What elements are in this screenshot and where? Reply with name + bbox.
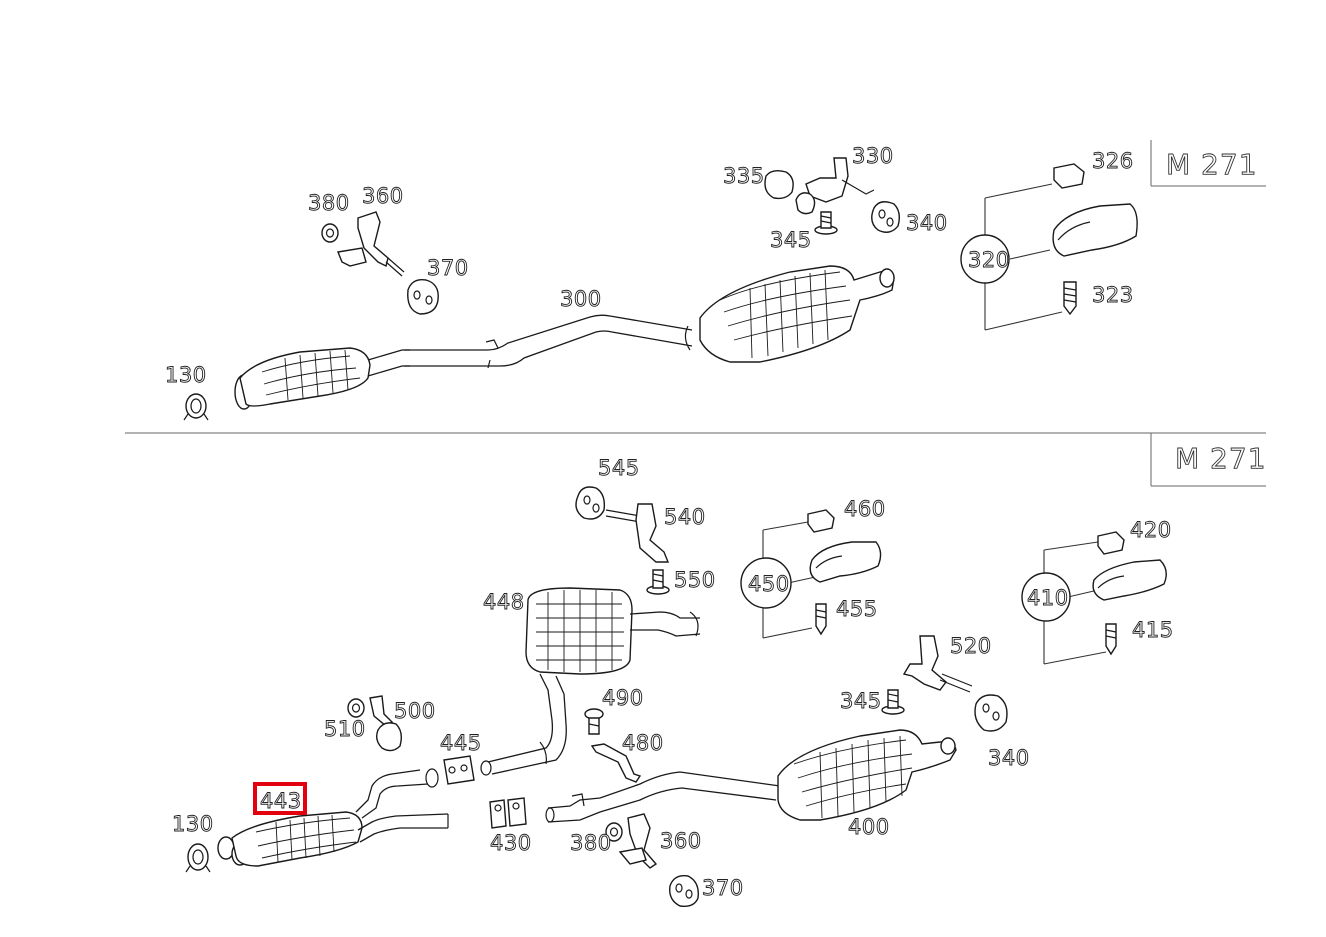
label-450: 450: [748, 572, 790, 596]
lower-bracket-540[interactable]: [605, 503, 670, 563]
label-370-lower: 370: [702, 876, 744, 900]
label-490: 490: [602, 686, 644, 710]
upper-hanger-340[interactable]: [871, 201, 901, 233]
label-380-lower: 380: [570, 831, 612, 855]
upper-tailpipe-group-320[interactable]: [960, 183, 1138, 331]
lower-bracket-360[interactable]: [618, 813, 658, 869]
label-443: 443: [260, 789, 302, 813]
lower-nut-510[interactable]: [347, 698, 365, 718]
label-340-upper: 340: [906, 211, 948, 235]
lower-bracket-500[interactable]: [369, 695, 403, 752]
lower-clip-420[interactable]: [1097, 531, 1125, 555]
engine-tag-upper: M 271: [1150, 140, 1266, 187]
label-360-lower: 360: [660, 829, 702, 853]
upper-screw-345[interactable]: [814, 211, 838, 235]
label-345-lower: 345: [840, 689, 882, 713]
lower-hanger-340[interactable]: [974, 694, 1008, 732]
engine-tag-upper-text: M 271: [1166, 148, 1258, 181]
lower-screw-345[interactable]: [881, 689, 905, 715]
lower-clip-460[interactable]: [807, 509, 835, 533]
label-340-lower: 340: [988, 746, 1030, 770]
lower-screw-415[interactable]: [1105, 623, 1117, 656]
label-335-upper: 335: [723, 164, 765, 188]
label-330-upper: 330: [852, 144, 894, 168]
label-300: 300: [560, 287, 602, 311]
upper-hanger-370[interactable]: [407, 279, 439, 315]
upper-pipe-300[interactable]: [404, 314, 693, 369]
lower-clamp-130[interactable]: [185, 843, 211, 873]
upper-clamp-130[interactable]: [183, 393, 209, 421]
lower-clamp-445[interactable]: [443, 755, 475, 785]
lower-rear-silencer-400[interactable]: [545, 729, 957, 823]
label-326: 326: [1092, 149, 1134, 173]
label-545: 545: [598, 456, 640, 480]
engine-tag-lower-text: M 271: [1175, 442, 1267, 475]
label-500: 500: [394, 699, 436, 723]
label-360-upper: 360: [362, 184, 404, 208]
upper-clip-326[interactable]: [1053, 163, 1085, 189]
engine-tag-lower: M 271: [1150, 433, 1267, 487]
label-323: 323: [1092, 283, 1134, 307]
upper-bracket-330[interactable]: [805, 157, 875, 203]
label-540: 540: [664, 505, 706, 529]
upper-rear-silencer[interactable]: [699, 265, 895, 363]
lower-hanger-545[interactable]: [575, 486, 606, 520]
label-550: 550: [674, 568, 716, 592]
label-448: 448: [483, 590, 525, 614]
lower-catalytic-converter-443[interactable]: [217, 768, 449, 867]
lower-hanger-370[interactable]: [669, 875, 699, 908]
label-410: 410: [1027, 586, 1069, 610]
lower-strap-480[interactable]: [590, 743, 642, 783]
lower-screw-490[interactable]: [584, 708, 604, 735]
upper-nut-380[interactable]: [321, 223, 339, 243]
label-380-upper: 380: [308, 191, 350, 215]
upper-screw-323[interactable]: [1063, 281, 1077, 316]
label-345-upper: 345: [770, 228, 812, 252]
lower-screw-550[interactable]: [646, 569, 670, 595]
lower-tailpipe-group-410[interactable]: [1021, 541, 1167, 665]
lower-nut-380[interactable]: [605, 822, 623, 842]
lower-bracket-520[interactable]: [902, 635, 973, 693]
lower-clamp-430[interactable]: [489, 797, 527, 829]
upper-hanger-335[interactable]: [764, 169, 816, 215]
label-370-upper: 370: [427, 256, 469, 280]
label-455: 455: [836, 597, 878, 621]
label-130-upper: 130: [165, 363, 207, 387]
label-510: 510: [324, 717, 366, 741]
label-420: 420: [1130, 518, 1172, 542]
label-445: 445: [440, 731, 482, 755]
label-520: 520: [950, 634, 992, 658]
lower-screw-455[interactable]: [815, 603, 827, 636]
label-415: 415: [1132, 618, 1174, 642]
label-130-lower: 130: [172, 812, 214, 836]
label-460: 460: [844, 497, 886, 521]
lower-front-silencer-448[interactable]: [480, 587, 701, 776]
upper-catalytic-converter[interactable]: [234, 347, 410, 410]
highlight-box-443: [253, 782, 307, 815]
lower-tailpipe-group-450[interactable]: [740, 521, 882, 639]
upper-bracket-360[interactable]: [337, 211, 405, 277]
label-400: 400: [848, 815, 890, 839]
label-320: 320: [968, 248, 1010, 272]
label-480: 480: [622, 731, 664, 755]
label-430: 430: [490, 831, 532, 855]
